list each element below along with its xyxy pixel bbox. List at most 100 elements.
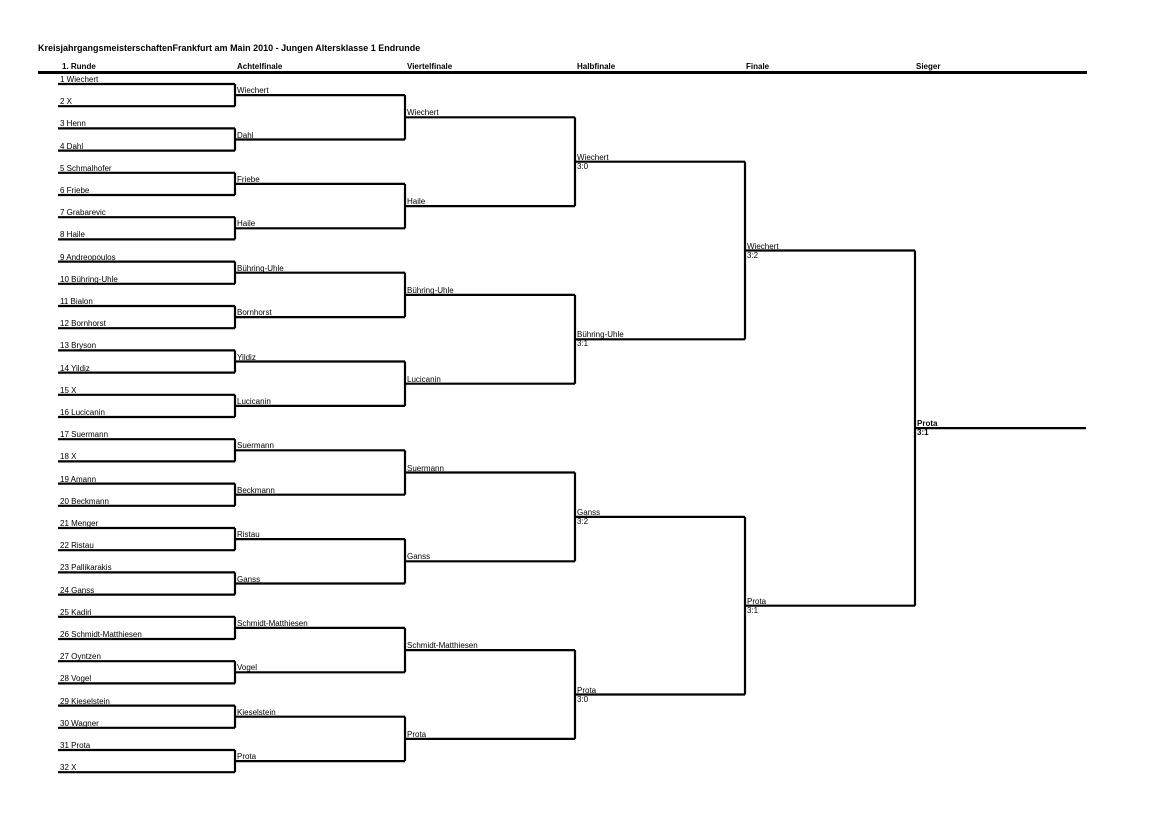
entry-r1-7: 7 Grabarevic [60, 208, 106, 217]
player-name: 12 Bornhorst [60, 319, 106, 329]
header-rule [38, 71, 1087, 74]
entry-r3-8: Prota [407, 730, 426, 739]
player-name: Schmidt-Matthiesen [237, 618, 308, 628]
player-name: Suermann [237, 441, 274, 451]
match-score: 3:1 [577, 339, 589, 349]
entry-r1-12: 12 Bornhorst [60, 319, 106, 328]
round-header-finale: Finale [746, 62, 770, 71]
entry-r1-13: 13 Bryson [60, 341, 96, 350]
player-name: 4 Dahl [60, 141, 84, 151]
player-name: 9 Andreopoulos [60, 252, 116, 262]
entry-r3-3: Bühring-Uhle [407, 286, 454, 295]
entry-r1-10: 10 Bühring-Uhle [60, 275, 118, 284]
player-name: 2 X [60, 97, 73, 107]
match-score: 3:0 [577, 161, 589, 171]
player-name: 29 Kieselstein [60, 696, 110, 706]
player-name: Vogel [237, 663, 258, 673]
entry-r2-4: Haile [237, 219, 255, 228]
round-header-halbfinale: Halbfinale [577, 62, 616, 71]
player-name: Suermann [407, 463, 444, 473]
player-name: Bühring-Uhle [577, 330, 624, 340]
player-name: 24 Ganss [60, 585, 95, 595]
player-name: Friebe [237, 174, 260, 184]
player-name: Prota [747, 596, 767, 606]
entry-r1-4: 4 Dahl [60, 142, 83, 151]
player-name: 23 Pallikarakis [60, 563, 112, 573]
entry-r2-15: Kieselstein [237, 708, 276, 717]
player-name: 22 Ristau [60, 541, 94, 551]
entry-r1-29: 29 Kieselstein [60, 697, 110, 706]
player-name: Dahl [237, 130, 254, 140]
entry-r1-6: 6 Friebe [60, 186, 89, 195]
entry-r2-2: Dahl [237, 131, 253, 140]
player-name: 21 Menger [60, 519, 99, 528]
match-score: 3:1 [747, 605, 759, 615]
player-name: 16 Lucicanin [60, 408, 105, 417]
player-name: 31 Prota [60, 741, 91, 750]
entry-r1-8: 8 Haile [60, 230, 85, 239]
entry-r1-22: 22 Ristau [60, 541, 94, 550]
entry-r1-31: 31 Prota [60, 741, 90, 750]
player-name: Ganss [577, 507, 601, 517]
player-name: Bühring-Uhle [407, 285, 454, 295]
player-name: 27 Oyntzen [60, 652, 101, 662]
entry-r1-1: 1 Wiechert [60, 75, 98, 84]
entry-r3-1: Wiechert [407, 108, 439, 117]
player-name: Bornhorst [237, 308, 272, 318]
player-name: 10 Bühring-Uhle [60, 274, 118, 284]
bracket-title: KreisjahrgangsmeisterschaftenFrankfurt a… [38, 43, 421, 53]
entry-r1-18: 18 X [60, 452, 76, 461]
player-name: 18 X [60, 452, 77, 462]
player-name: Beckmann [237, 485, 275, 495]
player-name: Prota [237, 752, 257, 762]
entry-r1-15: 15 X [60, 386, 76, 395]
player-name: 6 Friebe [60, 186, 90, 195]
player-name: 25 Kadiri [60, 607, 92, 617]
player-name: Wiechert [237, 86, 269, 96]
entry-r2-12: Ganss [237, 575, 260, 584]
player-name: 8 Haile [60, 230, 85, 240]
player-name: Ganss [237, 574, 261, 584]
player-name: Prota [407, 729, 427, 739]
player-name: Wiechert [747, 241, 779, 251]
player-name: Ristau [237, 530, 260, 540]
entry-r1-2: 2 X [60, 97, 72, 106]
match-score: 3:0 [577, 694, 589, 704]
entry-r2-7: Yildiz [237, 353, 256, 362]
entry-r1-32: 32 X [60, 763, 76, 772]
player-name: Wiechert [577, 152, 609, 162]
entry-r2-6: Bornhorst [237, 308, 272, 317]
entry-r1-27: 27 Oyntzen [60, 652, 101, 661]
player-name: 5 Schmalhofer [60, 163, 112, 173]
player-name: 17 Suermann [60, 430, 109, 440]
entry-r3-7: Schmidt-Matthiesen [407, 641, 478, 650]
round-header-viertelfinale: Viertelfinale [407, 62, 453, 71]
entry-r1-26: 26 Schmidt-Matthiesen [60, 630, 142, 639]
entry-r3-4: Lucicanin [407, 375, 441, 384]
entry-r1-20: 20 Beckmann [60, 497, 109, 506]
entry-r1-3: 3 Henn [60, 119, 86, 128]
entry-r3-5: Suermann [407, 464, 444, 473]
entry-r2-9: Suermann [237, 441, 274, 450]
player-name: Lucicanin [237, 396, 271, 406]
player-name: 30 Wagner [60, 718, 99, 728]
player-name: Prota [577, 685, 597, 695]
round-header-1-runde: 1. Runde [62, 62, 96, 71]
entry-r1-9: 9 Andreopoulos [60, 253, 116, 262]
entry-r1-19: 19 Amann [60, 475, 96, 484]
player-name: Haile [407, 197, 426, 207]
entry-r1-30: 30 Wagner [60, 719, 99, 728]
round-header-achtelfinale: Achtelfinale [237, 62, 283, 71]
player-name: Ganss [407, 552, 431, 562]
round-header-sieger: Sieger [916, 62, 941, 71]
player-name: 1 Wiechert [60, 75, 99, 84]
entry-r2-1: Wiechert [237, 86, 269, 95]
player-name: 32 X [60, 763, 77, 773]
entry-r1-25: 25 Kadiri [60, 608, 92, 617]
